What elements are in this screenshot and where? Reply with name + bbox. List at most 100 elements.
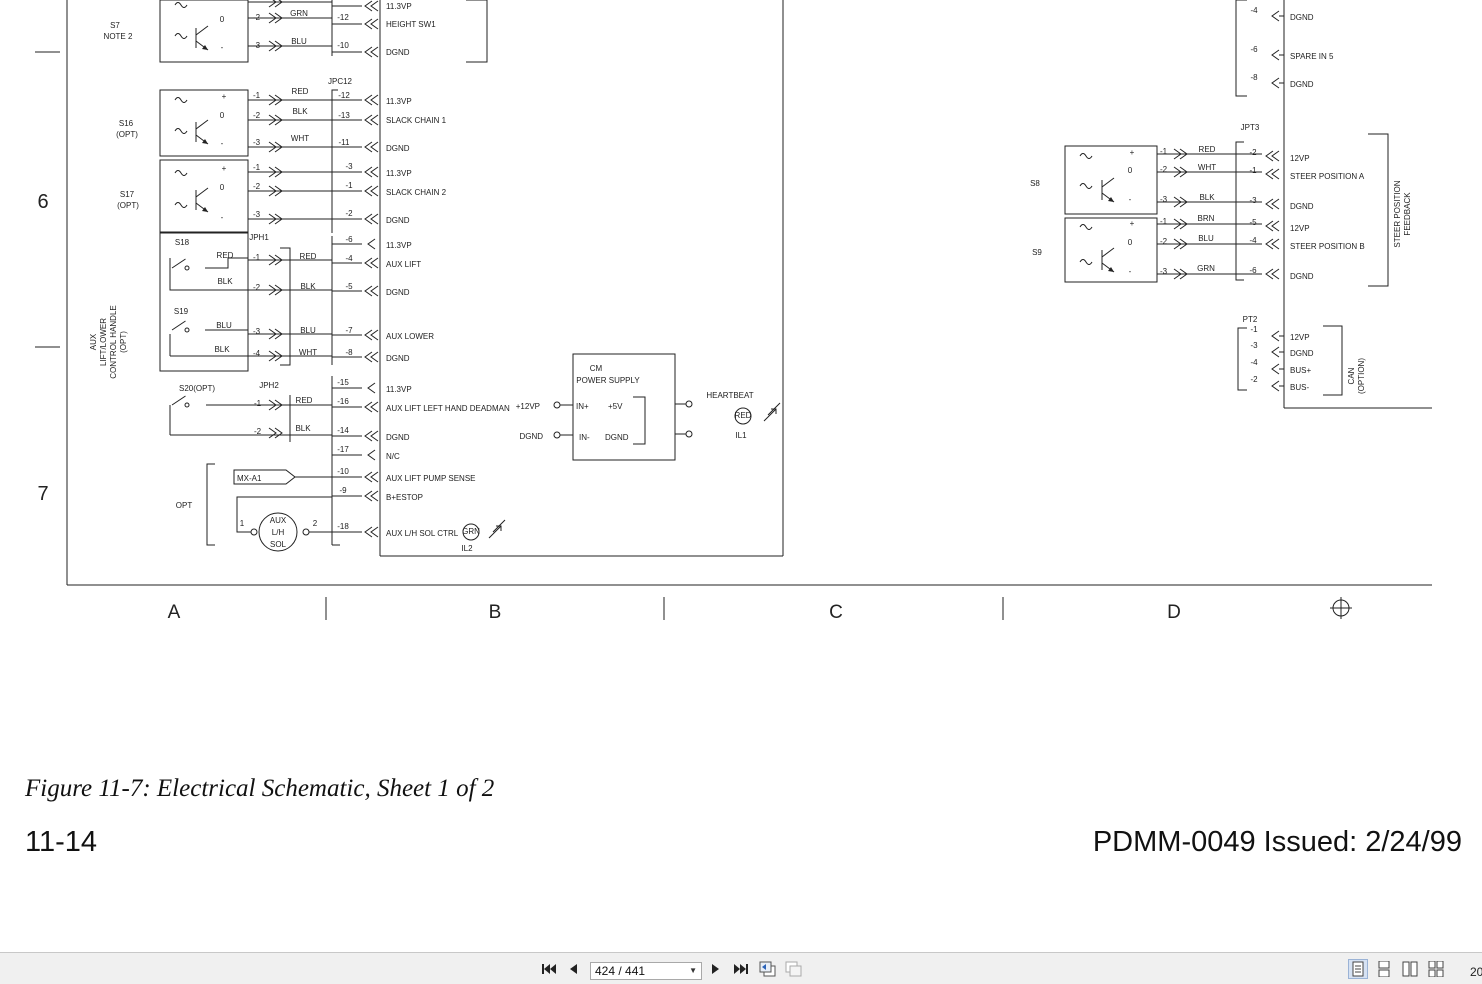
handle-label: AUXLIFT/LOWERCONTROL HANDLE(OPT) <box>89 305 128 379</box>
connector-double-arrow <box>364 329 379 341</box>
pt2-signal: 12VP <box>1290 333 1310 342</box>
connector-double-arrow <box>1265 198 1280 210</box>
connector-double-arrow <box>364 430 379 442</box>
jpc12-signal: DGND <box>386 144 410 153</box>
connector-jph1: JPH1 <box>249 233 269 242</box>
pt2-bracket <box>1237 327 1247 391</box>
jph1-wire-color: WHT <box>299 348 317 357</box>
ps-terminal <box>553 431 561 439</box>
last-page-button[interactable] <box>732 959 750 979</box>
connector-double-arrow <box>268 213 283 225</box>
sensor-lead <box>1079 153 1093 159</box>
continuous-facing-view-button[interactable] <box>1426 959 1446 979</box>
bracket <box>466 0 488 63</box>
next-page-icon <box>712 964 719 974</box>
connector-double-arrow <box>268 94 283 106</box>
first-page-icon <box>542 964 556 974</box>
connector-double-arrow <box>1265 150 1280 162</box>
jph1-pin: -4 <box>253 349 261 358</box>
connector-double-arrow <box>364 114 379 126</box>
sensor-s17-box <box>159 159 249 233</box>
steer-bracket <box>1368 133 1389 287</box>
sensor-s17-ref: S17 <box>120 190 135 199</box>
prev-page-button[interactable] <box>566 959 580 979</box>
s17-pin: -3 <box>253 210 261 219</box>
s9-pin: -2 <box>1160 237 1168 246</box>
jpt3-signal: 12VP <box>1290 224 1310 233</box>
s19-wire-color: BLU <box>216 321 232 330</box>
sensor-s7-note: NOTE 2 <box>104 32 133 41</box>
jph1-bracket <box>280 247 291 366</box>
connector-double-arrow <box>1173 218 1188 230</box>
zoom-level[interactable]: 20 <box>1470 965 1482 979</box>
jpc12-signal: 11.3VP <box>386 97 412 106</box>
sensor-lead <box>174 33 188 39</box>
solenoid-terminal <box>302 528 310 536</box>
connector-arrow <box>367 238 376 250</box>
pt2-pin: -1 <box>1250 325 1258 334</box>
s8-pin: -3 <box>1160 195 1168 204</box>
single-page-view-button[interactable] <box>1348 959 1368 979</box>
chevron-down-icon[interactable]: ▼ <box>689 966 697 975</box>
plus-mark: + <box>1130 219 1135 228</box>
zone-letter-A: A <box>168 602 181 623</box>
sensor-s9-ref: S9 <box>1032 248 1042 257</box>
jpc12-pin: -12 <box>338 91 350 100</box>
last-page-icon <box>734 964 748 974</box>
jpt3-signal: STEER POSITION B <box>1290 242 1365 251</box>
facing-icon <box>1402 961 1418 977</box>
right-pin: -6 <box>1250 45 1258 54</box>
continuous-view-button[interactable] <box>1374 959 1394 979</box>
right-pin: -8 <box>1250 73 1258 82</box>
pdf-navigation-toolbar: 424 / 441 ▼ 20 <box>0 952 1482 984</box>
s18-wire-color: BLK <box>217 277 233 286</box>
solenoid-label: L/H <box>272 528 285 537</box>
s9-wire-color: BLU <box>1198 234 1214 243</box>
zone-letter-C: C <box>829 602 843 623</box>
jph2-signal: DGND <box>386 433 410 442</box>
jpc12-signal: HEIGHT SW1 <box>386 20 436 29</box>
s9-wire-color: BRN <box>1198 214 1215 223</box>
jpc12-pin: -2 <box>345 209 353 218</box>
connector-jpc12: JPC12 <box>328 77 353 86</box>
switch-wire <box>205 257 248 269</box>
s20-pin: -2 <box>254 427 262 436</box>
s7-zero-mark: 0 <box>220 15 225 24</box>
sensor-lead <box>1079 183 1093 189</box>
s16-pin: -1 <box>253 91 261 100</box>
s7-minus-mark: - <box>221 43 224 52</box>
page-number-field[interactable]: 424 / 441 ▼ <box>590 962 702 980</box>
connector-double-arrow <box>364 94 379 106</box>
sensor-s9-box <box>1064 217 1158 283</box>
pt2-signal: BUS+ <box>1290 366 1311 375</box>
jpc12-signal: DGND <box>386 216 410 225</box>
sensor-s7-ref: S7 <box>110 21 120 30</box>
power-supply-title: POWER SUPPLY <box>576 376 640 385</box>
facing-view-button[interactable] <box>1400 959 1420 979</box>
s18-wire-color: RED <box>217 251 234 260</box>
s16-wire-color: BLK <box>292 107 308 116</box>
connector-double-arrow <box>268 114 283 126</box>
ps-terminal <box>685 430 693 438</box>
solenoid-pin: 2 <box>313 519 318 528</box>
right-signal: SPARE IN 5 <box>1290 52 1334 61</box>
first-page-button[interactable] <box>540 959 558 979</box>
steer-feedback-label: STEER POSITIONFEEDBACK <box>1393 180 1412 247</box>
connector-double-arrow <box>268 185 283 197</box>
switch-contact <box>184 402 190 408</box>
connector-double-arrow <box>364 401 379 413</box>
minus-mark: - <box>1129 267 1132 276</box>
right-pin: -4 <box>1250 6 1258 15</box>
lamp-il2-ref: IL2 <box>461 544 473 553</box>
next-view-button[interactable] <box>784 959 804 979</box>
connector-double-arrow <box>364 471 379 483</box>
jph1-wire-color: BLU <box>300 326 316 335</box>
next-page-button[interactable] <box>709 959 723 979</box>
jpt3-pin: -4 <box>1249 236 1257 245</box>
connector-double-arrow <box>268 328 283 340</box>
handle-box <box>159 232 249 372</box>
previous-view-button[interactable] <box>758 959 778 979</box>
connector-double-arrow <box>268 254 283 266</box>
transistor-collector <box>195 25 209 36</box>
